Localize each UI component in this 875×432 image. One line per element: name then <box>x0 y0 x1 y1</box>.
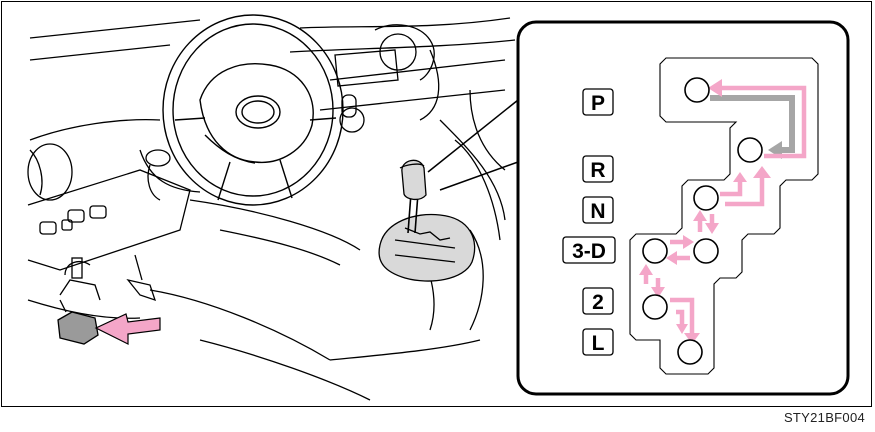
gear-position-3 <box>643 239 667 263</box>
gear-label-l: L <box>583 329 613 355</box>
shift-gate-panel <box>518 22 848 394</box>
svg-text:P: P <box>591 92 605 115</box>
svg-text:L: L <box>592 332 605 355</box>
gear-position-2 <box>643 295 667 319</box>
svg-text:N: N <box>590 200 605 223</box>
gear-label-p: P <box>583 89 613 115</box>
gear-label-2: 2 <box>583 288 613 314</box>
figure-caption: STY21BF004 <box>784 410 865 425</box>
gear-position-r <box>738 138 762 162</box>
brake-pedal-icon <box>58 300 98 344</box>
svg-text:R: R <box>590 159 605 182</box>
gear-position-p <box>685 78 709 102</box>
car-interior-drawing <box>28 18 515 400</box>
gear-position-n <box>694 186 718 210</box>
svg-text:3-D: 3-D <box>572 240 606 263</box>
gear-label-3-d: 3-D <box>563 237 615 263</box>
gear-label-n: N <box>583 197 613 223</box>
gear-position-l <box>678 340 702 364</box>
gear-position-d <box>694 239 718 263</box>
callout-lines <box>428 100 518 190</box>
shift-lever-icon <box>379 160 475 281</box>
steering-wheel-icon <box>163 15 343 205</box>
gear-label-r: R <box>583 156 613 182</box>
svg-text:2: 2 <box>592 291 604 314</box>
